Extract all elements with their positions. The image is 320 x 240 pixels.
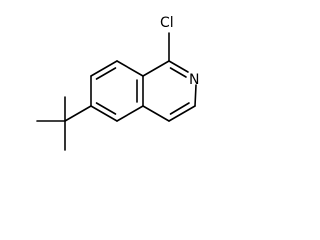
bond-c7-quaternary-c: [64, 105, 92, 122]
bond-c5-c6: [116, 105, 144, 122]
bond-c3-c4: [168, 105, 196, 122]
bond-c6-c7: [90, 105, 118, 122]
double-bond-c3-c4: [169, 102, 190, 115]
bond-c4-c4a: [142, 105, 170, 122]
bond-c8-c8a: [90, 60, 118, 77]
double-bond-c1-n2: [169, 67, 187, 78]
bond-c8a-c4a: [116, 60, 144, 77]
atom-label-nitrogen: N: [189, 72, 199, 88]
bond-c8a-c1: [142, 60, 170, 77]
atom-label-chlorine: Cl: [160, 15, 174, 31]
double-bond-c8-c8a: [95, 67, 117, 80]
structure-diagram: Cl N: [36, 15, 199, 151]
double-bond-c6-c7: [95, 102, 117, 115]
bond-c1-n2: [168, 60, 189, 73]
bond-n2-c3: [194, 84, 197, 107]
